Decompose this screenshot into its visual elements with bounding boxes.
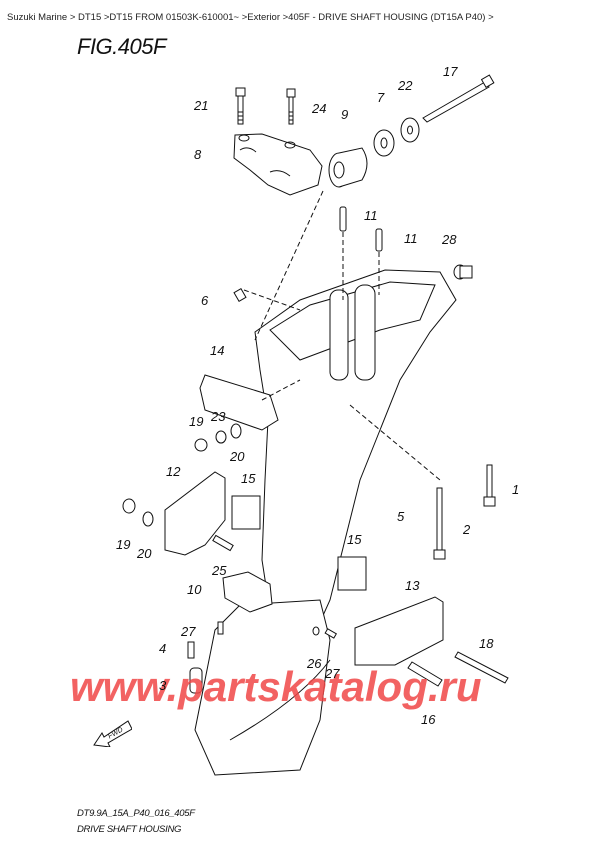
part-label-8[interactable]: 8 <box>194 147 202 162</box>
fwd-arrow-icon: FWD <box>92 717 133 752</box>
part-label-7[interactable]: 7 <box>377 90 385 105</box>
washer-22-icon[interactable] <box>400 117 420 143</box>
dowel-pin-11b-icon[interactable] <box>375 228 383 252</box>
part-label-15[interactable]: 15 <box>241 471 256 486</box>
part-label-21[interactable]: 21 <box>194 98 209 113</box>
bolt-24-icon[interactable] <box>286 88 296 125</box>
part-label-13[interactable]: 13 <box>405 578 420 593</box>
part-label-1[interactable]: 1 <box>512 482 520 497</box>
bolt-4-icon[interactable] <box>187 641 195 659</box>
figure-caption: DRIVE SHAFT HOUSING <box>77 824 182 835</box>
washer-20b-icon[interactable] <box>142 511 154 527</box>
part-label-23[interactable]: 23 <box>211 409 226 424</box>
part-label-15[interactable]: 15 <box>347 532 362 547</box>
part-label-16[interactable]: 16 <box>421 712 436 727</box>
part-label-25[interactable]: 25 <box>212 563 227 578</box>
clamp-13-icon[interactable] <box>354 596 444 666</box>
upper-mount-bracket-8-icon[interactable] <box>233 133 323 196</box>
washer-20-icon[interactable] <box>230 423 242 439</box>
plug-28-icon[interactable] <box>453 264 473 280</box>
part-label-27[interactable]: 27 <box>181 624 196 639</box>
bolt-1-icon[interactable] <box>483 464 496 507</box>
bolt-17-icon[interactable] <box>422 74 495 123</box>
figure-title: FIG.405F <box>77 34 166 59</box>
part-label-5[interactable]: 5 <box>397 509 405 524</box>
figure-code: DT9.9A_15A_P40_016_405F <box>77 808 195 819</box>
screw-27b-icon[interactable] <box>324 628 338 639</box>
part-label-20[interactable]: 20 <box>230 449 245 464</box>
bolt-18-icon[interactable] <box>454 651 509 684</box>
part-label-17[interactable]: 17 <box>443 64 458 79</box>
bolt-16-icon[interactable] <box>407 661 443 687</box>
part-label-4[interactable]: 4 <box>159 641 167 656</box>
part-label-11[interactable]: 11 <box>364 208 378 223</box>
part-label-10[interactable]: 10 <box>187 582 202 597</box>
part-label-20[interactable]: 20 <box>137 546 152 561</box>
rubber-mount-9-icon[interactable] <box>328 147 368 188</box>
part-label-3[interactable]: 3 <box>159 678 167 693</box>
part-label-22[interactable]: 22 <box>398 78 413 93</box>
rubber-block-15a-icon[interactable] <box>231 495 261 530</box>
part-label-11[interactable]: 11 <box>404 231 418 246</box>
part-label-24[interactable]: 24 <box>312 101 327 116</box>
drive-shaft-housing-5-icon[interactable] <box>194 269 457 776</box>
nut-19-icon[interactable] <box>194 438 208 452</box>
ground-terminal-26-icon[interactable] <box>312 626 320 636</box>
breadcrumb[interactable]: Suzuki Marine > DT15 >DT15 FROM 01503K-6… <box>7 12 494 23</box>
bracket-12-icon[interactable] <box>164 471 226 556</box>
screw-27-icon[interactable] <box>217 621 224 635</box>
part-label-12[interactable]: 12 <box>166 464 181 479</box>
part-label-2[interactable]: 2 <box>463 522 471 537</box>
nut-19b-icon[interactable] <box>122 498 136 514</box>
part-label-6[interactable]: 6 <box>201 293 209 308</box>
bolt-2-icon[interactable] <box>433 487 446 560</box>
pin-25-icon[interactable] <box>212 534 234 552</box>
part-label-26[interactable]: 26 <box>307 656 322 671</box>
part-label-28[interactable]: 28 <box>442 232 457 247</box>
part-label-9[interactable]: 9 <box>341 107 349 122</box>
lower-mount-10-icon[interactable] <box>222 571 273 613</box>
part-label-19[interactable]: 19 <box>189 414 204 429</box>
part-label-18[interactable]: 18 <box>479 636 494 651</box>
bolt-6-icon[interactable] <box>233 287 247 303</box>
gasket-14-icon[interactable] <box>199 374 279 431</box>
part-label-19[interactable]: 19 <box>116 537 131 552</box>
part-label-27[interactable]: 27 <box>325 666 340 681</box>
bolt-21-icon[interactable] <box>235 87 246 125</box>
washer-7-icon[interactable] <box>373 129 395 157</box>
dowel-pin-11a-icon[interactable] <box>339 206 347 232</box>
part-label-14[interactable]: 14 <box>210 343 225 358</box>
grommet-3-icon[interactable] <box>189 667 203 694</box>
washer-23-icon[interactable] <box>215 430 227 444</box>
rubber-block-15b-icon[interactable] <box>337 556 367 591</box>
watermark: www.partskatalog.ru <box>70 663 482 710</box>
